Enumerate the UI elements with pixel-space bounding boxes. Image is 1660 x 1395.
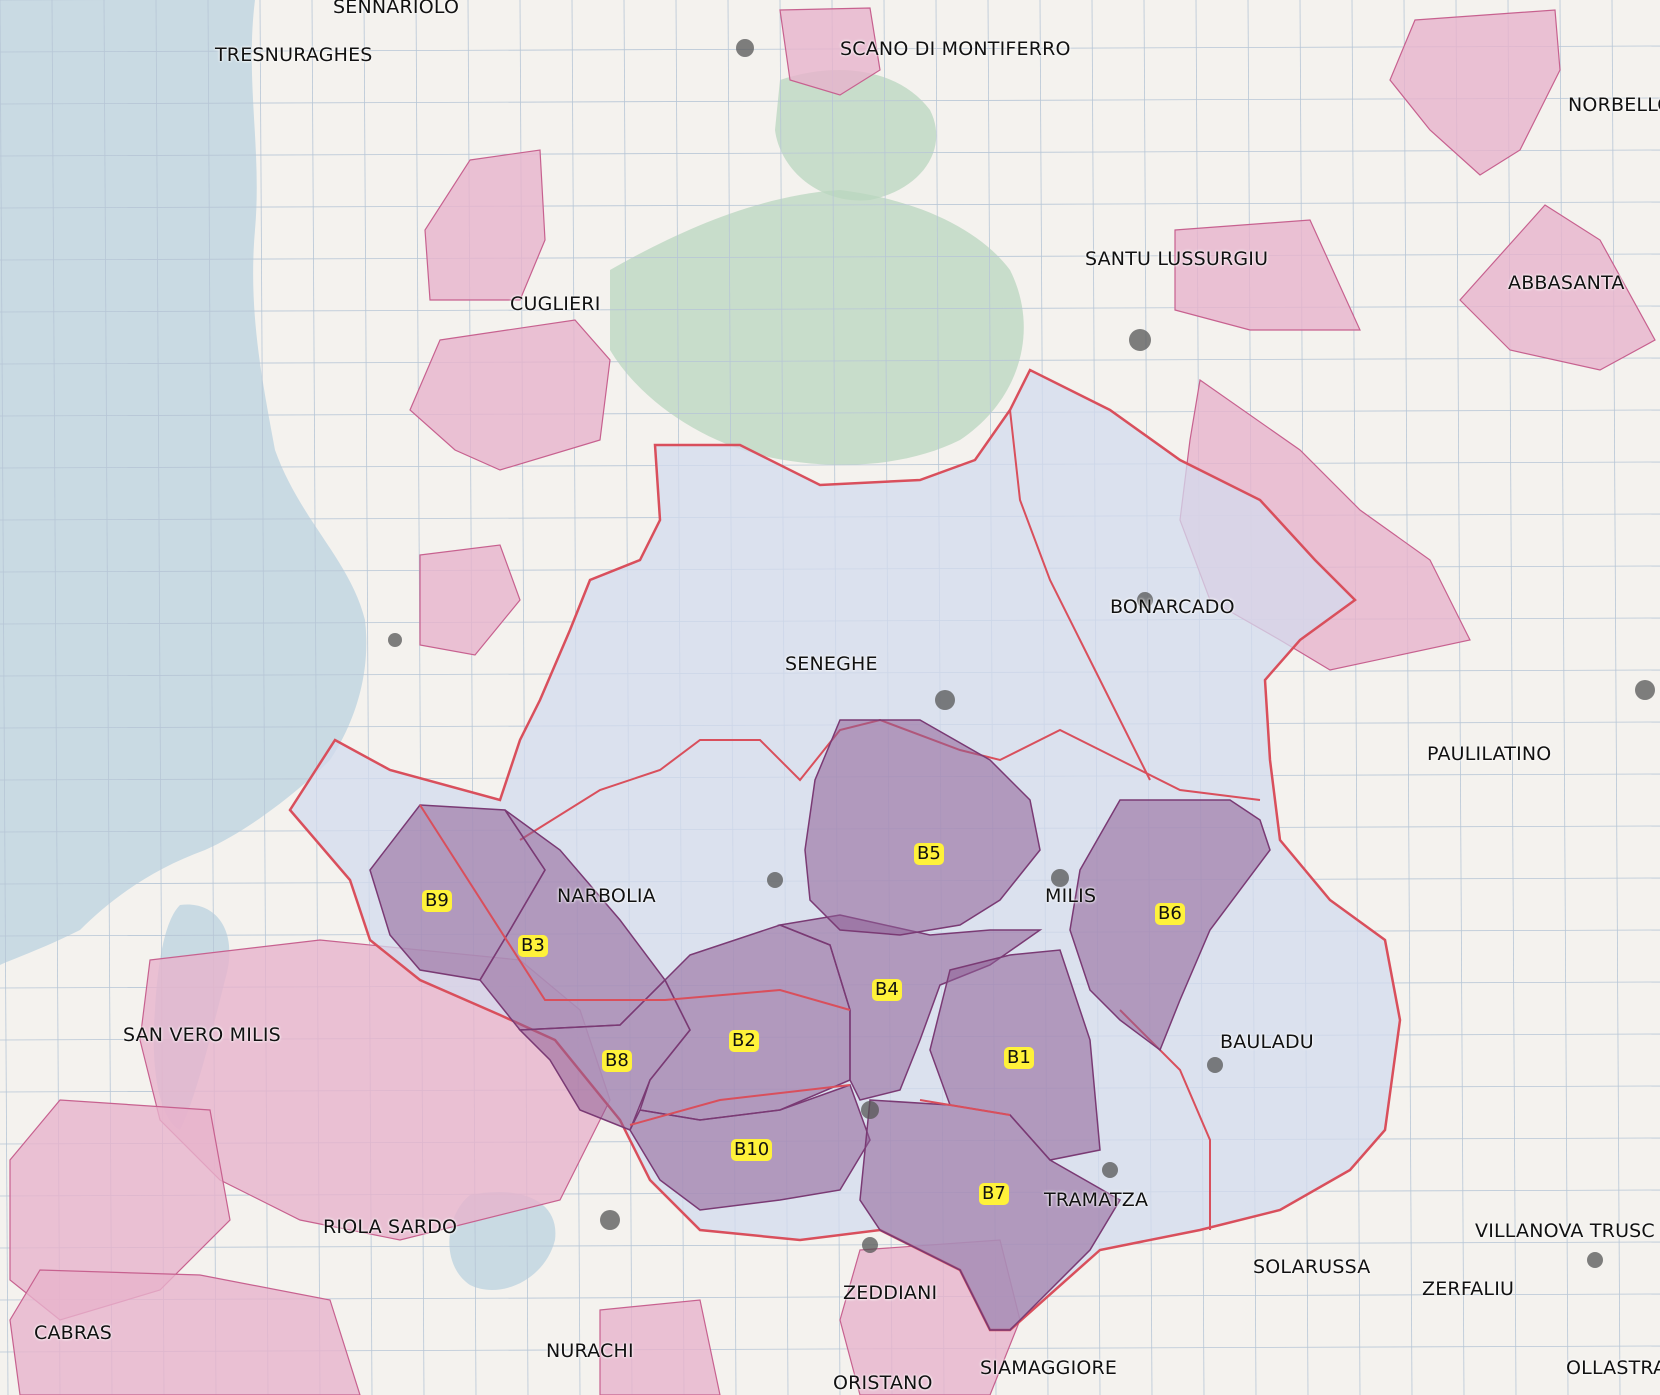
settlement-dot — [767, 872, 783, 888]
town-label-santu-lussurgiu: SANTU LUSSURGIU — [1085, 248, 1269, 270]
grid-line — [1611, 0, 1621, 1395]
sea-area — [0, 0, 367, 965]
town-label-tresnuraghes: TRESNURAGHES — [215, 44, 373, 66]
zone-polygon-b5 — [804, 719, 1041, 936]
settlement-dot — [1129, 329, 1151, 351]
forest-area — [610, 190, 1024, 465]
settlement-dot — [1051, 869, 1069, 887]
grid-line — [0, 1241, 1660, 1249]
outer-zone — [1459, 204, 1656, 371]
zone-badge-b5[interactable]: B5 — [914, 843, 944, 865]
grid-line — [1351, 0, 1361, 1395]
town-label-bonarcado: BONARCADO — [1110, 596, 1235, 618]
settlement-dots — [388, 39, 1655, 1268]
grid-line — [0, 253, 1660, 261]
settlement-dot — [388, 633, 402, 647]
settlement-dot — [1102, 1162, 1118, 1178]
town-label-scano-di-montiferro: SCANO DI MONTIFERRO — [840, 38, 1071, 60]
study-area-divider — [1009, 409, 1151, 781]
town-label-seneghe: SENEGHE — [785, 653, 878, 675]
outer-zone — [1389, 9, 1561, 176]
town-label-sennariolo: SENNARIOLO — [333, 0, 460, 18]
town-label-oristano: ORISTANO — [833, 1372, 933, 1394]
zone-internal-line — [629, 1084, 851, 1126]
settlement-dot — [861, 1101, 879, 1119]
settlement-dot — [1137, 592, 1153, 608]
settlement-dot — [935, 690, 955, 710]
grid-line — [0, 357, 1660, 365]
grid-line — [0, 305, 1660, 313]
outer-zones — [9, 7, 1656, 1395]
town-label-abbasanta: ABBASANTA — [1508, 272, 1625, 294]
grid-line — [0, 409, 1660, 417]
zone-badge-b2[interactable]: B2 — [729, 1030, 759, 1052]
forest-area-upper — [775, 70, 937, 201]
grid-line — [0, 0, 9, 1395]
town-label-zerfaliu: ZERFALIU — [1422, 1278, 1515, 1300]
town-label-cabras: CABRAS — [34, 1322, 112, 1344]
town-label-tramatza: TRAMATZA — [1044, 1189, 1149, 1211]
outer-zone — [599, 1299, 721, 1395]
settlement-dot — [600, 1210, 620, 1230]
zone-badge-b7[interactable]: B7 — [979, 1183, 1009, 1205]
town-label-milis: MILIS — [1045, 885, 1097, 907]
settlement-dot — [736, 39, 754, 57]
grid-line — [1455, 0, 1465, 1395]
zone-polygon-b4 — [777, 914, 1043, 1101]
outer-zone — [409, 319, 611, 471]
zone-badge-b4[interactable]: B4 — [872, 979, 902, 1001]
grid-line — [0, 149, 1660, 157]
town-label-siamaggiore: SIAMAGGIORE — [980, 1357, 1118, 1379]
outer-zone — [419, 544, 521, 656]
town-label-ollastra: OLLASTRA — [1566, 1357, 1660, 1379]
settlement-dot — [1587, 1252, 1603, 1268]
town-label-paulilatino: PAULILATINO — [1427, 743, 1552, 765]
zone-badge-b9[interactable]: B9 — [422, 890, 452, 912]
town-label-bauladu: BAULADU — [1220, 1031, 1314, 1053]
town-label-narbolia: NARBOLIA — [557, 885, 656, 907]
zone-badge-b6[interactable]: B6 — [1155, 903, 1185, 925]
zone-internal-line — [419, 804, 851, 1011]
zone-internal-line — [919, 1099, 1011, 1116]
outer-zone — [1174, 219, 1361, 331]
town-label-zeddiani: ZEDDIANI — [843, 1282, 938, 1304]
grid-line — [0, 461, 1660, 469]
town-label-villanova-truschedu: VILLANOVA TRUSC — [1475, 1220, 1655, 1242]
town-label-riola-sardo: RIOLA SARDO — [323, 1216, 458, 1238]
grid-line — [0, 201, 1660, 209]
settlement-dot — [862, 1237, 878, 1253]
grid-line — [1403, 0, 1413, 1395]
zone-badge-b1[interactable]: B1 — [1004, 1047, 1034, 1069]
outer-zone — [9, 1269, 361, 1395]
outer-zone — [779, 7, 881, 96]
grid-line — [0, 97, 1660, 105]
town-label-san-vero-milis: SAN VERO MILIS — [123, 1024, 281, 1046]
zone-badge-b10[interactable]: B10 — [731, 1139, 773, 1161]
town-label-norbello: NORBELLO — [1568, 94, 1660, 116]
settlement-dot — [1635, 680, 1655, 700]
zone-badge-b8[interactable]: B8 — [602, 1050, 632, 1072]
grid-line — [1507, 0, 1517, 1395]
town-label-nurachi: NURACHI — [546, 1340, 634, 1362]
town-label-cuglieri: CUGLIERI — [510, 293, 601, 315]
town-label-solarussa: SOLARUSSA — [1253, 1256, 1371, 1278]
outer-zone — [424, 149, 546, 301]
zone-polygon-b6 — [1069, 799, 1271, 1052]
zone-badge-b3[interactable]: B3 — [518, 935, 548, 957]
settlement-dot — [1207, 1057, 1223, 1073]
